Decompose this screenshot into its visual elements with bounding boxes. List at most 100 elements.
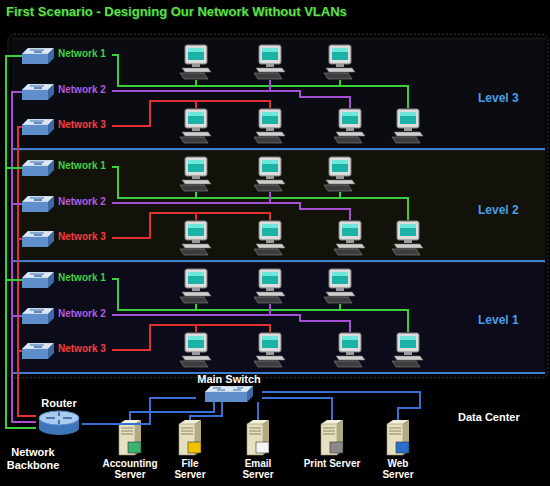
graphic-part	[22, 237, 48, 247]
network-cable	[18, 239, 36, 416]
network-cable	[190, 402, 222, 420]
graphic-part	[30, 274, 44, 276]
network-switch: Network 3	[22, 343, 106, 359]
level-workstations	[112, 157, 423, 255]
switch-icon	[22, 119, 54, 135]
server: Web Server	[376, 420, 420, 480]
network-cable	[130, 402, 214, 420]
graphic-part	[30, 86, 44, 88]
graphic-part	[48, 48, 54, 64]
graphic-part	[323, 428, 335, 434]
graphic-part	[247, 386, 253, 402]
server-icon	[317, 420, 347, 456]
graphic-part	[128, 442, 141, 453]
graphic-part	[22, 54, 48, 64]
graphic-part	[30, 310, 44, 312]
graphic-part	[22, 166, 48, 176]
graphic-part	[46, 412, 72, 424]
network-cable	[12, 316, 36, 422]
graphic-part	[30, 198, 44, 200]
level-workstations	[112, 269, 423, 367]
network-switch: Network 3	[22, 231, 106, 247]
network-cable	[82, 398, 196, 424]
graphic-part	[22, 202, 48, 212]
graphic-part	[39, 411, 79, 425]
network-switch: Network 1	[22, 272, 106, 288]
graphic-part	[22, 314, 48, 324]
graphic-part	[396, 442, 409, 453]
graphic-part	[389, 428, 401, 434]
server-label: Web Server	[376, 458, 420, 480]
graphic-part	[30, 162, 44, 164]
server-icon	[243, 420, 273, 456]
graphic-part	[22, 278, 48, 288]
network-label: Network 3	[58, 341, 106, 357]
level-workstations	[112, 45, 423, 143]
free-label: Network Backbone	[2, 446, 64, 472]
network-label: Network 2	[58, 306, 106, 322]
server-icon	[383, 420, 413, 456]
network-switch: Network 2	[22, 196, 106, 212]
graphic-part	[48, 84, 54, 100]
server: Email Server	[236, 420, 280, 480]
server: Print Server	[295, 420, 369, 469]
network-switch: Network 1	[22, 160, 106, 176]
network-label: Network 2	[58, 194, 106, 210]
level-label: Level 2	[478, 203, 519, 217]
graphic-part	[22, 349, 48, 359]
network-cable	[6, 280, 36, 428]
graphic-part	[330, 442, 343, 453]
switch-icon	[22, 308, 54, 324]
switch-icon	[22, 343, 54, 359]
network-cable	[12, 92, 36, 422]
graphic-part	[249, 428, 261, 434]
server-icon	[115, 420, 145, 456]
graphic-part	[205, 392, 247, 402]
network-label: Network 3	[58, 117, 106, 133]
network-cable	[18, 127, 36, 416]
level-label: Level 3	[478, 91, 519, 105]
graphic-part	[30, 345, 44, 347]
graphic-part	[188, 442, 201, 453]
graphic-part	[256, 442, 269, 453]
network-cable	[18, 351, 36, 416]
network-panel	[8, 34, 548, 378]
graphic-part	[48, 272, 54, 288]
server-label: Accounting Server	[98, 458, 162, 480]
graphic-part	[30, 50, 44, 52]
network-cable	[262, 398, 332, 420]
server: Accounting Server	[98, 420, 162, 480]
main-switch: Main Switch	[196, 372, 262, 402]
graphic-part	[181, 428, 193, 434]
switch-icon	[22, 48, 54, 64]
switch-icon	[205, 386, 253, 402]
diagram-title: First Scenario - Designing Our Network W…	[6, 3, 347, 21]
graphic-part	[48, 231, 54, 247]
network-switch: Network 2	[22, 308, 106, 324]
network-label: Network 3	[58, 229, 106, 245]
server-icon	[175, 420, 205, 456]
server-label: File Server	[168, 458, 212, 480]
switch-icon	[22, 231, 54, 247]
switch-label: Main Switch	[196, 372, 262, 386]
server-label: Email Server	[236, 458, 280, 480]
switch-icon	[22, 160, 54, 176]
graphic-part	[30, 121, 44, 123]
network-cable	[6, 56, 36, 428]
free-label: Data Center	[458, 411, 538, 424]
network-cable	[6, 168, 36, 428]
switch-icon	[22, 84, 54, 100]
network-switch: Network 2	[22, 84, 106, 100]
graphic-part	[121, 428, 133, 434]
network-label: Network 1	[58, 158, 106, 174]
graphic-part	[48, 343, 54, 359]
graphic-part	[48, 160, 54, 176]
network-cable	[12, 204, 36, 422]
router: Router	[36, 396, 82, 436]
graphic-part	[48, 308, 54, 324]
graphic-part	[48, 119, 54, 135]
graphic-part	[213, 388, 243, 390]
graphic-part	[48, 196, 54, 212]
network-label: Network 1	[58, 270, 106, 286]
